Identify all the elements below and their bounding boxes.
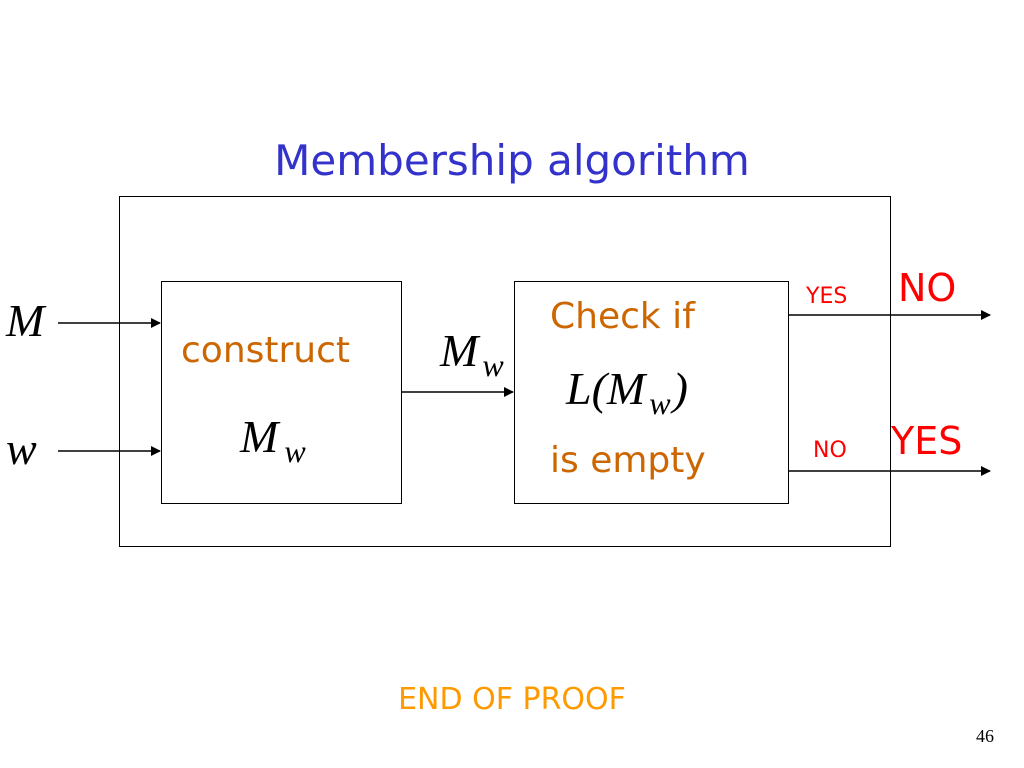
construct-label: construct [181, 330, 351, 371]
slide-title: Membership algorithm [274, 136, 750, 185]
check-expr-main: M [606, 363, 646, 414]
end-of-proof: END OF PROOF [398, 682, 626, 717]
intermediate-sub: w [482, 347, 504, 383]
check-expr-sub: w [649, 385, 671, 421]
page-number: 46 [976, 726, 994, 746]
input-machine-label: M [6, 295, 45, 346]
check-empty-box [514, 281, 789, 504]
construct-result-main: M [240, 411, 279, 462]
check-line3: is empty [550, 440, 706, 481]
check-line1: Check if [550, 296, 695, 337]
output-top-small-label: YES [806, 284, 848, 309]
output-bottom-small-label: NO [813, 438, 847, 463]
output-top-large-label: NO [898, 266, 957, 310]
construct-result-sub: w [284, 433, 306, 469]
check-expr-suffix: ) [672, 363, 688, 414]
input-string-label: w [6, 423, 37, 474]
check-expr-prefix: L( [566, 363, 607, 414]
output-bottom-large-label: YES [891, 419, 963, 463]
intermediate-main: M [440, 325, 479, 376]
construct-box [161, 281, 402, 504]
